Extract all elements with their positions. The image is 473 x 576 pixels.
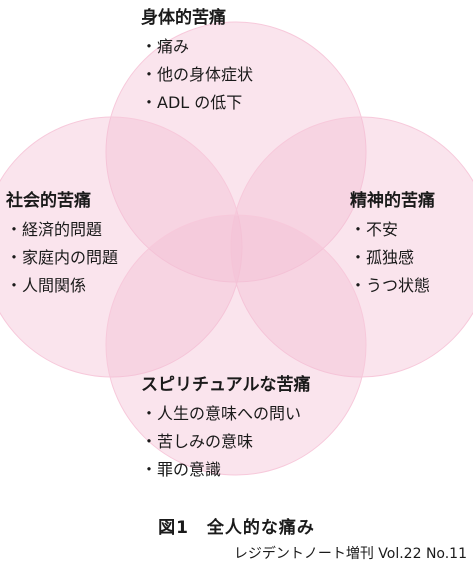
list-item: 家庭内の問題 <box>6 244 118 272</box>
heading-social: 社会的苦痛 <box>6 191 91 211</box>
list-item: 痛み <box>141 33 253 61</box>
list-mental: 不安 孤独感 うつ状態 <box>350 216 435 300</box>
group-spiritual: スピリチュアルな苦痛 人生の意味への問い 苦しみの意味 罪の意識 <box>141 374 311 484</box>
source-credit: レジデントノート増刊 Vol.22 No.11 <box>233 546 467 562</box>
list-spiritual: 人生の意味への問い 苦しみの意味 罪の意識 <box>141 400 311 484</box>
figure-caption: 図1 全人的な痛み <box>158 518 315 538</box>
group-physical: 身体的苦痛 痛み 他の身体症状 ADL の低下 <box>141 7 253 117</box>
list-item: 不安 <box>350 216 435 244</box>
heading-spiritual: スピリチュアルな苦痛 <box>141 375 311 395</box>
list-social: 経済的問題 家庭内の問題 人間関係 <box>6 216 118 300</box>
list-item: 人生の意味への問い <box>141 400 311 428</box>
list-item: ADL の低下 <box>141 89 253 117</box>
list-item: 苦しみの意味 <box>141 428 311 456</box>
list-physical: 痛み 他の身体症状 ADL の低下 <box>141 33 253 117</box>
group-mental: 精神的苦痛 不安 孤独感 うつ状態 <box>350 190 435 300</box>
list-item: 経済的問題 <box>6 216 118 244</box>
list-item: 他の身体症状 <box>141 61 253 89</box>
list-item: うつ状態 <box>350 272 435 300</box>
list-item: 孤独感 <box>350 244 435 272</box>
list-item: 人間関係 <box>6 272 118 300</box>
heading-physical: 身体的苦痛 <box>141 8 226 28</box>
circle-social <box>0 116 243 378</box>
list-item: 罪の意識 <box>141 456 311 484</box>
heading-mental: 精神的苦痛 <box>350 191 435 211</box>
group-social: 社会的苦痛 経済的問題 家庭内の問題 人間関係 <box>6 190 118 300</box>
